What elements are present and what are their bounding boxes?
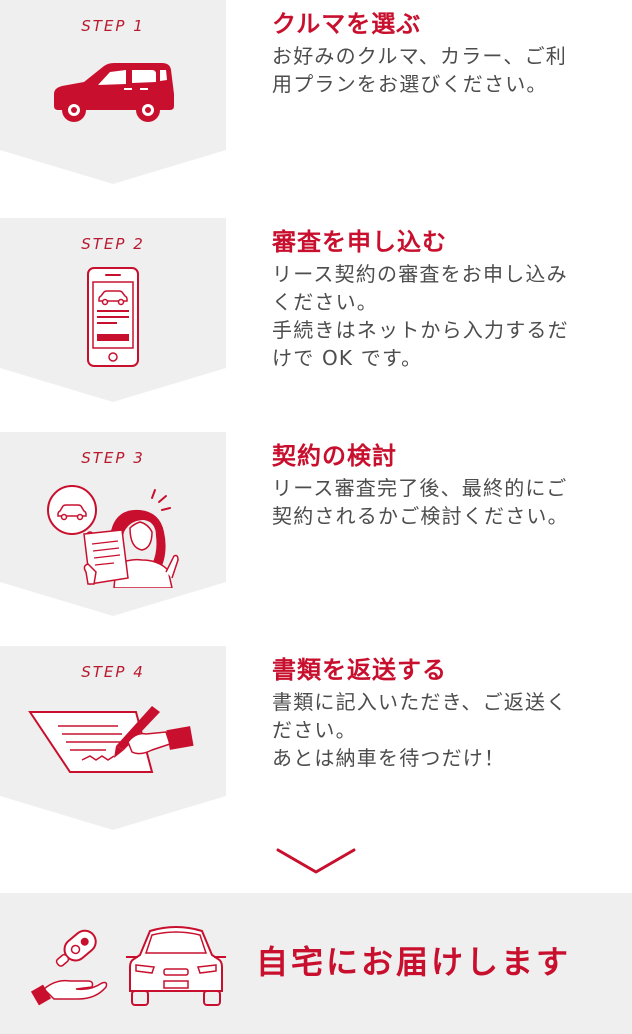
step-label: STEP 1 <box>81 17 145 35</box>
step-title: 契約の検討 <box>272 442 397 470</box>
document-signing-icon <box>28 706 194 773</box>
step-label: STEP 2 <box>81 235 145 253</box>
smartphone-form-icon <box>87 267 139 367</box>
step-1: STEP 1 クルマを選ぶ お好みのクルマ、カラー、ご利 用プランをお選びくださ… <box>0 0 632 200</box>
step-title: 審査を申し込む <box>272 228 447 256</box>
step-label: STEP 4 <box>81 663 145 681</box>
car-front-icon <box>126 926 226 1006</box>
person-considering-icon <box>47 485 179 588</box>
car-icon <box>54 63 174 122</box>
step-description: リース契約の審査をお申し込み ください。 手続きはネットから入力するだ けで O… <box>272 262 569 370</box>
step-description: リース審査完了後、最終的にご 契約されるかご検討ください。 <box>272 476 569 528</box>
step-2: STEP 2 審査を申し込む リース契約の審査をお申し込み ください。 手続きは… <box>0 218 632 418</box>
step-4: STEP 4 書類を返送する 書類に記入いただき、ご返送く ださい。 あとは納車… <box>0 646 632 846</box>
step-description: 書類に記入いただき、ご返送く ださい。 あとは納車を待つだけ！ <box>272 690 568 770</box>
delivery-message: 自宅にお届けします <box>256 943 572 981</box>
step-title: クルマを選ぶ <box>272 10 422 38</box>
step-title: 書類を返送する <box>272 656 447 684</box>
chevron-down-icon <box>276 848 356 874</box>
step-description: お好みのクルマ、カラー、ご利 用プランをお選びください。 <box>272 44 567 96</box>
delivery-banner: 自宅にお届けします <box>0 893 632 1034</box>
step-3: STEP 3 契約の検討 リース審査完了後、最終的にご 契約されるかご検討くださ… <box>0 432 632 632</box>
step-label: STEP 3 <box>81 449 145 467</box>
key-handover-icon <box>30 929 108 1006</box>
